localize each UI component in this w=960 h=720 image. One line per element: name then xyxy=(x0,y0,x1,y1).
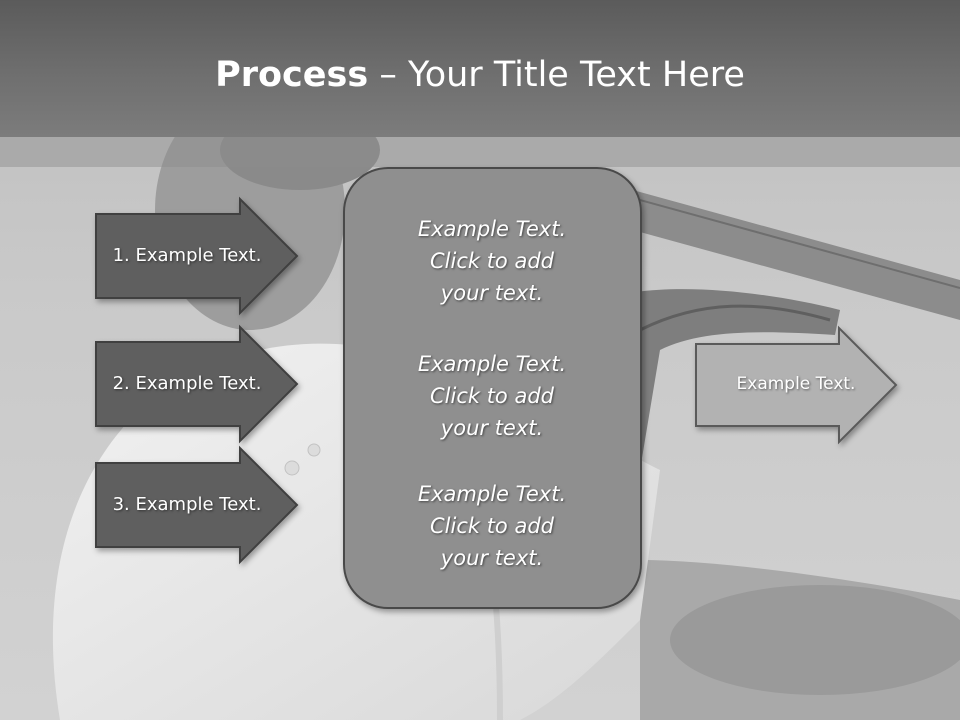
center-text-block-1[interactable]: Example Text. Click to add your text. xyxy=(343,213,641,309)
center-text-line: your text. xyxy=(440,546,544,570)
input-arrow-1[interactable] xyxy=(95,196,299,316)
output-arrow[interactable] xyxy=(695,325,898,445)
center-text-line: Click to add xyxy=(429,514,554,538)
title-separator: – xyxy=(379,55,408,95)
center-process-box[interactable] xyxy=(343,167,642,609)
input-arrow-1-label: 1. Example Text. xyxy=(112,245,262,266)
center-text-block-3[interactable]: Example Text. Click to add your text. xyxy=(343,478,641,574)
input-arrow-2-label: 2. Example Text. xyxy=(112,373,262,394)
output-arrow-label: Example Text. xyxy=(736,374,856,394)
input-arrow-3[interactable] xyxy=(95,445,299,565)
title-text: Your Title Text Here xyxy=(407,55,745,95)
center-text-line: Example Text. xyxy=(417,352,567,376)
title-bar-shadow-band xyxy=(0,137,960,167)
center-text-line: Click to add xyxy=(429,384,554,408)
center-text-line: Example Text. xyxy=(417,482,567,506)
center-text-line: your text. xyxy=(440,281,544,305)
input-arrow-2[interactable] xyxy=(95,324,299,444)
center-text-line: Example Text. xyxy=(417,217,567,241)
center-text-line: Click to add xyxy=(429,249,554,273)
center-text-block-2[interactable]: Example Text. Click to add your text. xyxy=(343,348,641,444)
center-text-line: your text. xyxy=(440,416,544,440)
title-bar xyxy=(0,0,960,137)
input-arrow-3-label: 3. Example Text. xyxy=(112,494,262,515)
slide-title[interactable]: Process – Your Title Text Here xyxy=(0,52,960,98)
title-bold: Process xyxy=(215,55,369,95)
